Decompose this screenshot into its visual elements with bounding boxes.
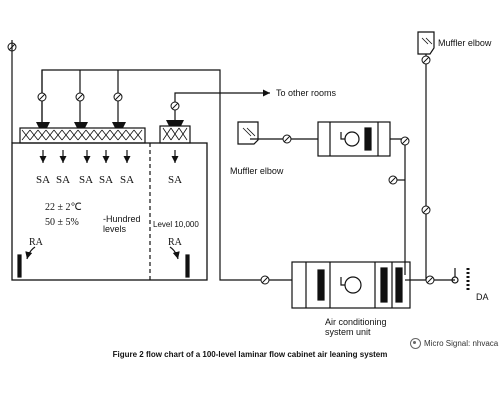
watermark: Micro Signal: nhvaca (410, 338, 498, 349)
fan-icon (344, 276, 362, 294)
clean-room-outline (11, 142, 208, 281)
watermark-text: Micro Signal: nhvaca (424, 339, 499, 348)
filter-icon (380, 267, 388, 303)
da-label: DA (476, 292, 489, 302)
muffler-elbow-icon (237, 121, 259, 145)
figure-caption: Figure 2 flow chart of a 100-level lamin… (112, 350, 388, 359)
main-supply-riser (219, 93, 292, 281)
coil-icon (317, 269, 325, 301)
ac-unit-label-2: system unit (325, 327, 371, 337)
filter-icon (395, 267, 403, 303)
fan-icon (344, 131, 360, 147)
temperature-label: 22 ± 2℃ (45, 202, 82, 213)
supply-arrows (39, 150, 179, 163)
ra-right-label: RA (168, 237, 182, 248)
hundred-levels-label-2: levels (103, 224, 127, 234)
ceiling-diffusers (36, 122, 126, 128)
sa-label-5: SA (120, 174, 135, 186)
to-other-rooms-label: To other rooms (276, 88, 337, 98)
return-grille (185, 254, 190, 278)
damper-icon (7, 42, 435, 285)
filter-icon (364, 127, 372, 151)
air-handling-unit (291, 261, 411, 309)
upper-fan-unit (317, 121, 391, 157)
muffler-elbow-icon (417, 31, 435, 55)
humidity-label: 50 ± 5% (45, 217, 79, 228)
sa-label-2: SA (56, 174, 71, 186)
supply-header (41, 69, 221, 122)
muffler-elbow-top-label: Muffler elbow (438, 38, 492, 48)
hundred-levels-label-1: -Hundred (103, 214, 141, 224)
ra-left-label: RA (29, 237, 43, 248)
ac-unit-label-1: Air conditioning (325, 317, 387, 327)
wechat-icon (410, 338, 421, 349)
hepa-crosshatch (21, 129, 143, 141)
return-air-arrow (169, 246, 180, 260)
muffler-elbow-left-label: Muffler elbow (230, 166, 284, 176)
sa-label-3: SA (79, 174, 94, 186)
return-grille (17, 254, 22, 278)
sa-label-1: SA (36, 174, 51, 186)
sa-label-4: SA (99, 174, 114, 186)
level-10000-label: Level 10,000 (153, 220, 199, 229)
sa-label-6: SA (168, 174, 183, 186)
return-air-arrow (25, 246, 36, 260)
